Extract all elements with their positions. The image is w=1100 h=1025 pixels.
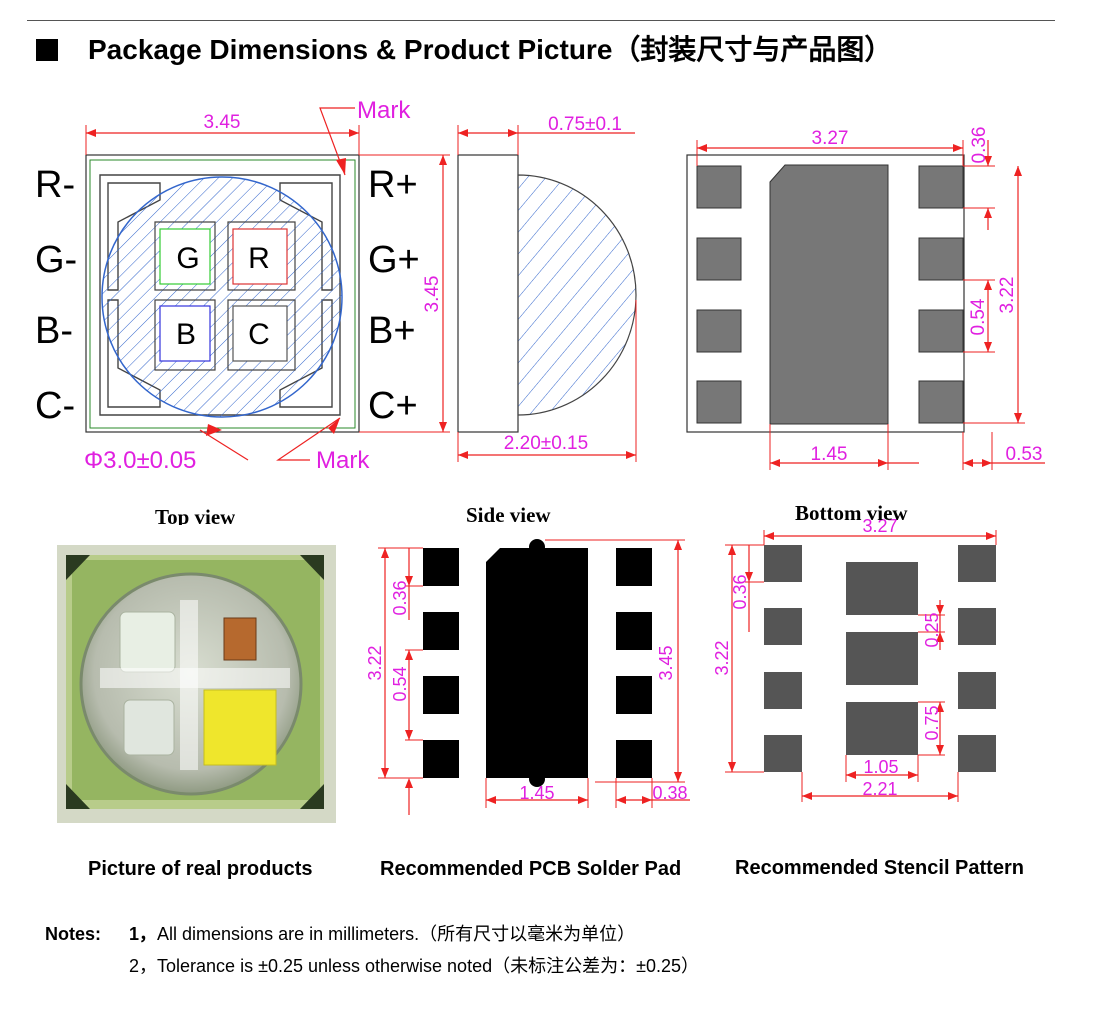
bottom-center-pad [769, 164, 889, 425]
chip-label-r: R [248, 242, 270, 275]
pcb-pad-label: 0.36 [390, 580, 410, 615]
bottom-width-label: 3.27 [812, 128, 849, 149]
chip-label-c: C [248, 318, 270, 351]
side-bottom-label: 2.20±0.15 [504, 433, 588, 454]
side-top-label: 0.75±0.1 [548, 114, 622, 135]
pin-label-c-minus: C- [35, 385, 75, 427]
side-view-body [457, 154, 519, 433]
mark-label-top: Mark [357, 97, 411, 124]
top-view-caption: Top view [155, 505, 236, 525]
chip-label-b: B [176, 318, 196, 351]
stencil-outer-label: 2.21 [862, 779, 897, 799]
notes-label: Notes: [45, 924, 102, 944]
stencil-height-label: 3.22 [712, 640, 732, 675]
bottom-pitch-label: 0.54 [968, 298, 989, 335]
diameter-label: Φ3.0±0.05 [84, 447, 196, 474]
pcb-pitch-label: 0.54 [390, 666, 410, 701]
stencil-pad-label: 0.36 [730, 574, 750, 609]
page-title-text: Package Dimensions & Product Picture（封装尺… [88, 34, 893, 65]
header-rule [27, 20, 1055, 21]
top-view-diagram: G R B C R- G- B- C- R+ G+ B+ C+ 3.45 3.4… [35, 97, 450, 474]
stencil-width-label: 3.27 [862, 516, 897, 536]
stencil-gap1-label: 0.25 [922, 612, 942, 647]
pin-label-r-minus: R- [35, 164, 75, 206]
note-2: 2，Tolerance is ±0.25 unless otherwise no… [45, 950, 699, 982]
chip-red [232, 228, 288, 285]
pcb-center-label: 1.45 [519, 783, 554, 803]
top-view-lens [101, 176, 343, 418]
stencil-block-3 [846, 702, 918, 755]
note-2-text: Tolerance is ±0.25 unless otherwise note… [157, 956, 700, 976]
side-view-lens [517, 174, 637, 416]
top-view-inner [89, 159, 356, 429]
pcb-width-label: 3.45 [656, 645, 676, 680]
page-title: Package Dimensions & Product Picture（封装尺… [36, 28, 892, 68]
top-width-label: 3.45 [204, 112, 241, 133]
notes-section: Notes: 1，All dimensions are in millimeter… [45, 918, 699, 982]
pcb-height-label: 3.22 [365, 645, 385, 680]
product-photo [57, 545, 336, 823]
top-view-body [85, 154, 360, 433]
note-2-number: 2， [129, 956, 158, 976]
title-bullet-icon [36, 39, 58, 61]
chip-green [159, 228, 211, 285]
pcb-center-pad [486, 548, 588, 778]
chip-blue [159, 305, 211, 362]
mark-label-bottom: Mark [316, 447, 370, 474]
chip-c [232, 305, 288, 362]
stencil-gap2-label: 0.75 [922, 705, 942, 740]
stencil-inner-label: 1.05 [863, 757, 898, 777]
pcb-pad-caption: Recommended PCB Solder Pad [380, 858, 682, 880]
side-view-caption: Side view [466, 503, 551, 525]
pin-label-r-plus: R+ [368, 164, 418, 206]
bottom-view-caption: Bottom view [795, 501, 908, 525]
pin-label-b-plus: B+ [368, 310, 416, 352]
pcb-pad-diagram: 3.22 0.36 0.54 3.45 1.45 0.38 [365, 539, 690, 815]
stencil-block-1 [846, 562, 918, 615]
bottom-edge-label: 0.53 [1006, 444, 1043, 465]
note-1-text: All dimensions are in millimeters.（所有尺寸以… [157, 924, 636, 944]
pin-label-c-plus: C+ [368, 385, 418, 427]
pin-label-b-minus: B- [35, 310, 73, 352]
stencil-diagram: 3.27 3.22 0.36 0.25 0.75 1.05 [712, 516, 997, 802]
side-view-diagram: 0.75±0.1 2.20±0.15 [457, 114, 637, 462]
pcb-edge-label: 0.38 [652, 783, 687, 803]
note-1: Notes: 1，All dimensions are in millimeter… [45, 918, 699, 950]
pin-label-g-minus: G- [35, 239, 77, 281]
stencil-caption: Recommended Stencil Pattern [735, 857, 1024, 879]
stencil-block-2 [846, 632, 918, 685]
bottom-view-diagram: 3.27 0.36 3.22 0.54 1.45 0.53 [686, 127, 1045, 470]
bottom-pad-label: 0.36 [969, 127, 990, 164]
photo-caption: Picture of real products [88, 858, 313, 880]
bottom-center-label: 1.45 [811, 444, 848, 465]
pin-label-g-plus: G+ [368, 239, 420, 281]
note-1-number: 1， [129, 924, 158, 944]
chip-label-g: G [176, 242, 199, 275]
top-height-label: 3.45 [422, 276, 443, 313]
bottom-height-label: 3.22 [997, 277, 1018, 314]
